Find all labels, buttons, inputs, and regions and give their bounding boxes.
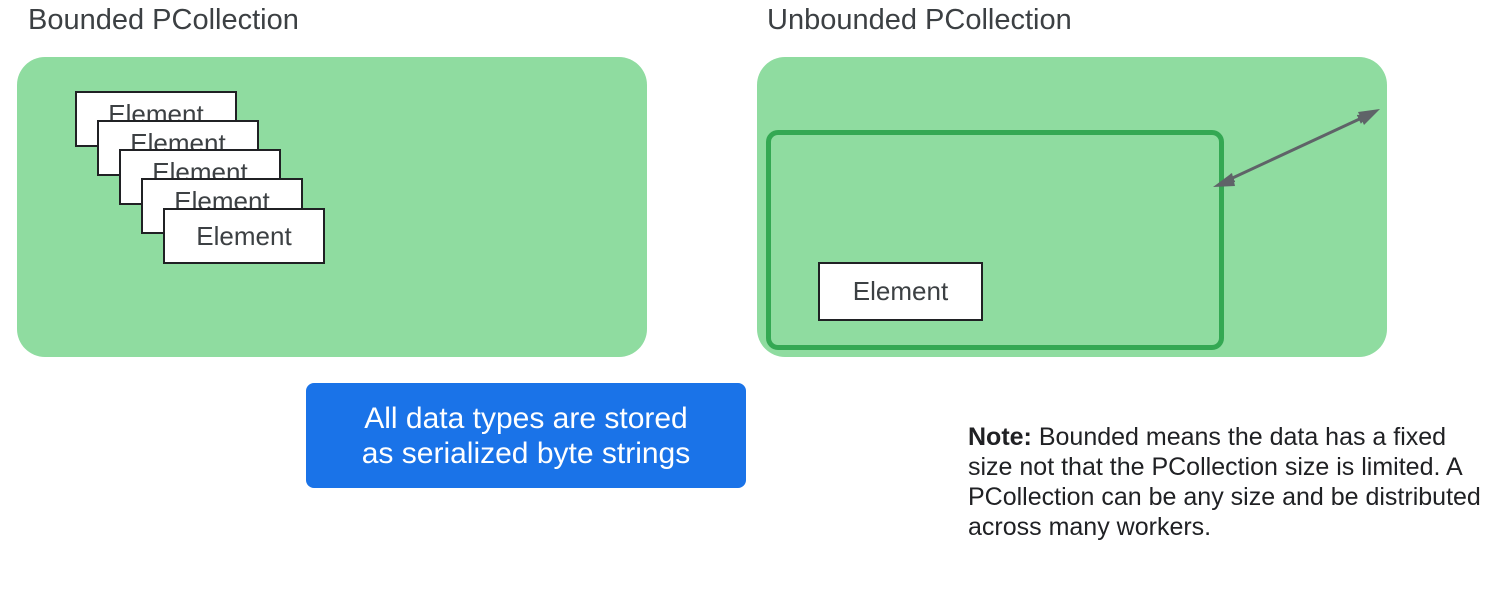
growing-window-frame xyxy=(766,130,1224,350)
bounded-pcollection-title: Bounded PCollection xyxy=(28,4,299,36)
stacked-element-5: Element xyxy=(163,208,325,264)
unbounded-element: Element xyxy=(818,262,983,321)
note-text: Bounded means the data has a fixed size … xyxy=(968,423,1481,541)
double-arrow-icon xyxy=(1213,109,1380,187)
unbounded-pcollection-title: Unbounded PCollection xyxy=(767,4,1072,36)
serialization-callout: All data types are stored as serialized … xyxy=(306,383,746,488)
bounded-note: Note: Bounded means the data has a fixed… xyxy=(968,422,1488,542)
callout-line-1: All data types are stored xyxy=(364,401,688,435)
note-label: Note: xyxy=(968,423,1032,451)
callout-line-2: as serialized byte strings xyxy=(361,436,691,470)
